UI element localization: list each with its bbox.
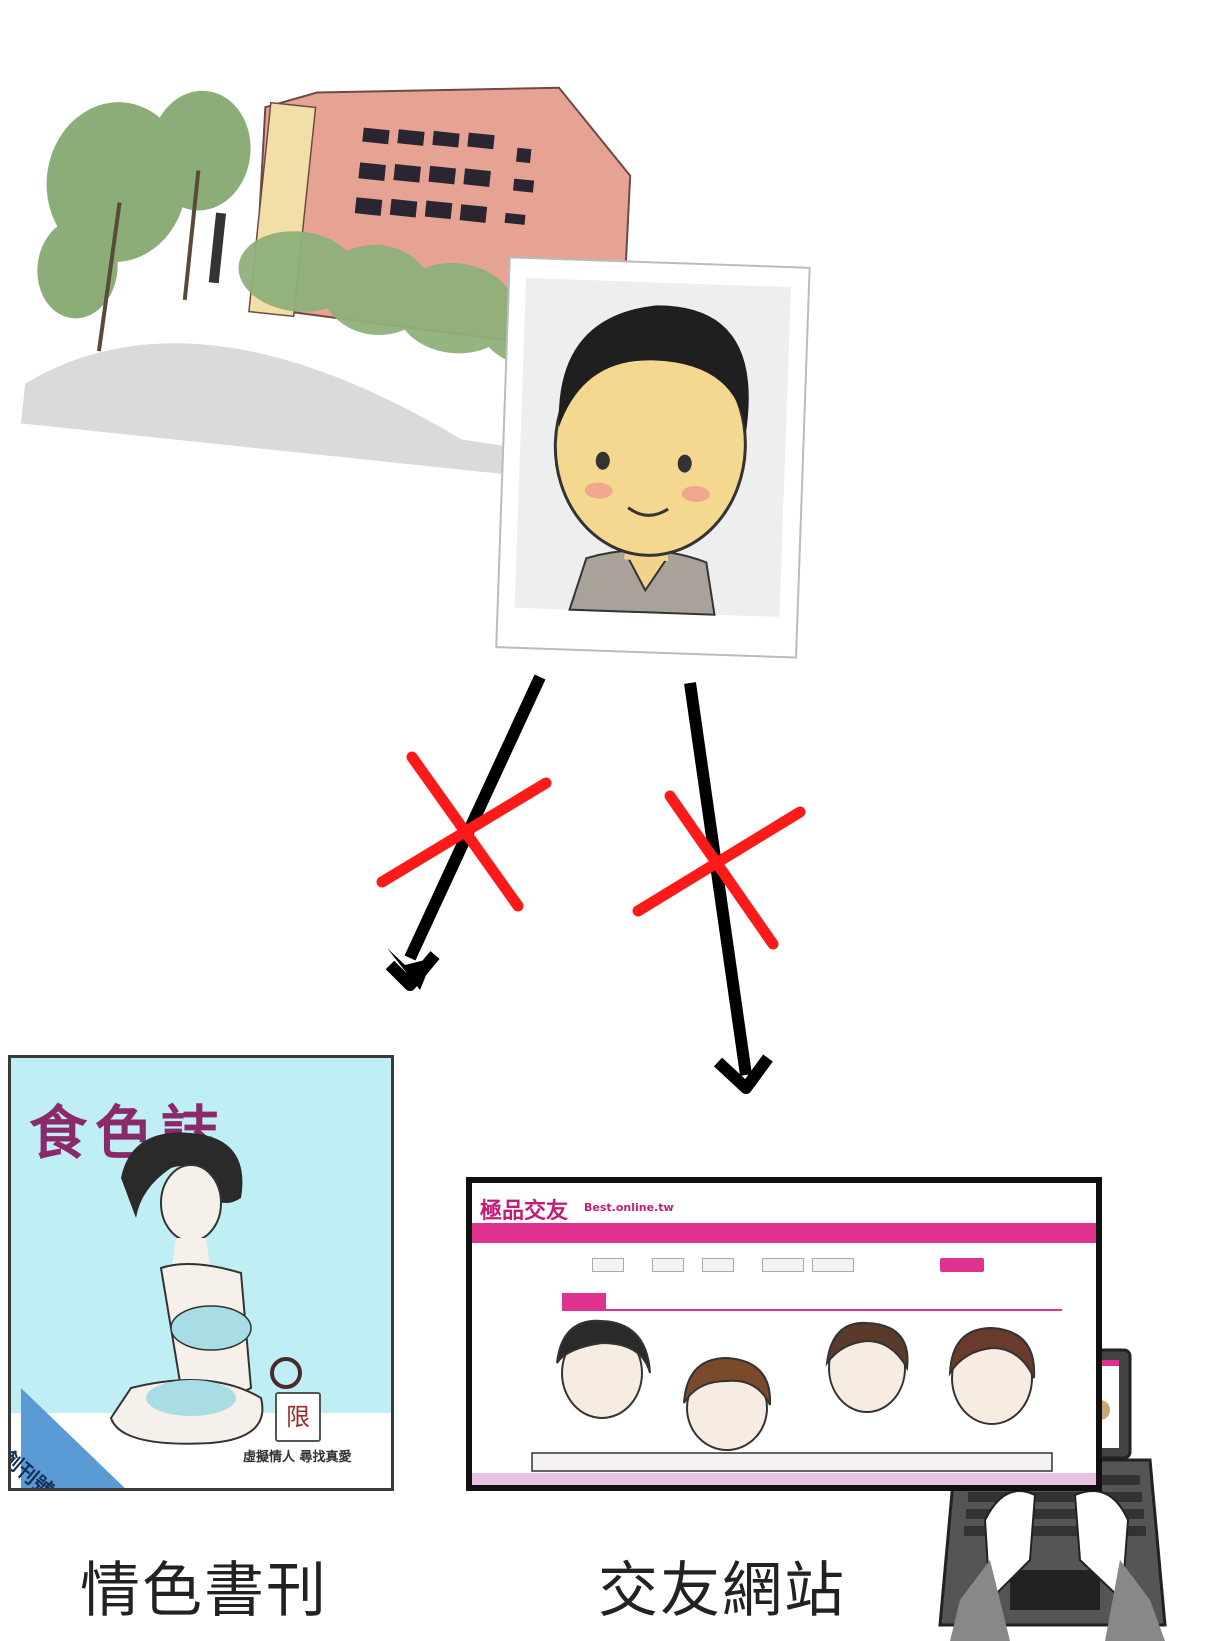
caption-erotic-publications: 情色書刊 (80, 1556, 328, 1626)
website-search-row (572, 1258, 992, 1272)
arrow-to-website (684, 682, 773, 1094)
website-footer-bar (472, 1473, 1096, 1485)
magazine-cover: 食色誌 創刊號 限 虛擬情人 尋找真愛 (8, 1055, 394, 1491)
arrow-to-magazine (385, 674, 546, 991)
search-field (702, 1258, 734, 1272)
caption-dating-websites: 交友網站 (598, 1556, 846, 1626)
website-tabs (562, 1293, 1062, 1311)
cross-mark-left (376, 751, 552, 912)
restricted-bag-label: 限 (275, 1392, 321, 1442)
magazine-woman-illustration (21, 1132, 302, 1488)
magazine-tagline: 虛擬情人 尋找真愛 (243, 1450, 352, 1465)
cross-mark-right (632, 790, 806, 950)
search-field (592, 1258, 624, 1272)
website-logo: 極品交友 (480, 1199, 569, 1224)
website-url: Best.online.tw (584, 1201, 674, 1214)
website-nav-bar (472, 1223, 1096, 1243)
search-field (762, 1258, 804, 1272)
website-tab-active (562, 1293, 606, 1309)
search-field (652, 1258, 684, 1272)
boy-portrait-photo (495, 256, 811, 659)
website-girls-illustration (531, 1319, 1053, 1472)
dating-website-screenshot: 極品交友 Best.online.tw (466, 1177, 1102, 1491)
search-field (812, 1258, 854, 1272)
search-button (940, 1258, 984, 1272)
